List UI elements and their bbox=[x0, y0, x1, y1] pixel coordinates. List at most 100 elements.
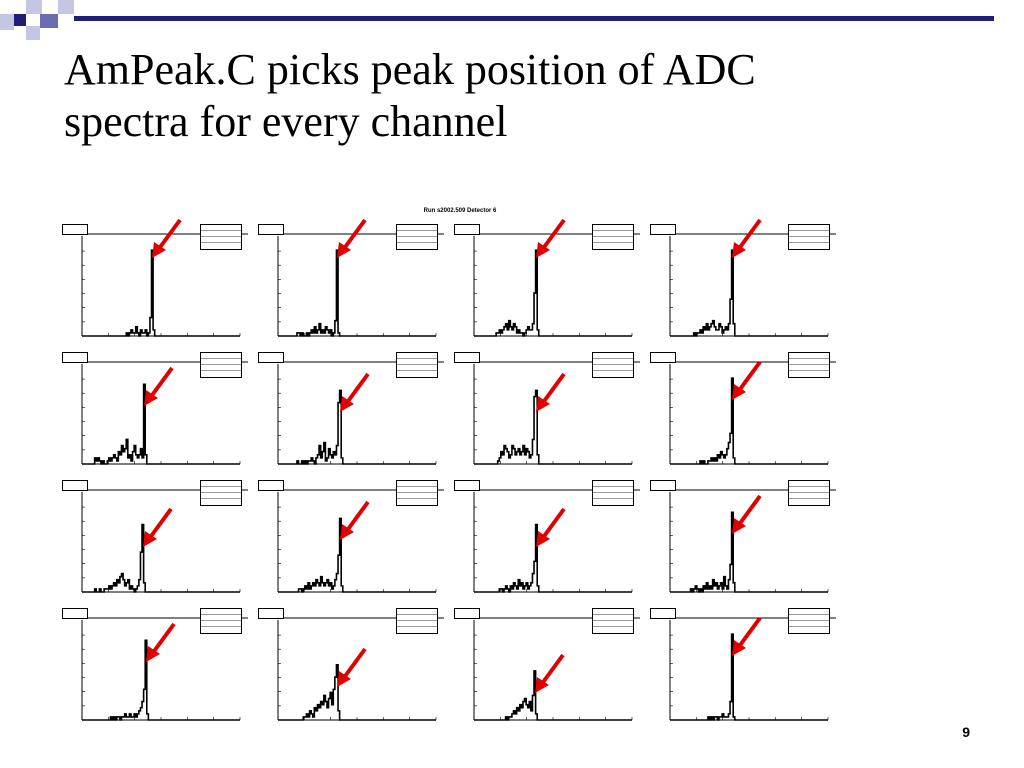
peak-arrow-icon bbox=[340, 501, 371, 541]
histogram-name-box bbox=[62, 352, 88, 363]
histogram-panel bbox=[452, 352, 642, 466]
stats-row bbox=[789, 242, 829, 248]
stats-box bbox=[788, 224, 830, 250]
arrow-head bbox=[536, 530, 551, 547]
histogram-name-box bbox=[454, 480, 480, 491]
arrow-shaft bbox=[341, 218, 367, 252]
stats-row bbox=[397, 358, 437, 364]
decor-square-dark bbox=[14, 14, 26, 26]
stats-row bbox=[397, 614, 437, 620]
stats-box bbox=[396, 480, 438, 506]
peak-arrow-icon bbox=[142, 507, 173, 547]
stats-box bbox=[200, 352, 242, 378]
stats-box bbox=[200, 224, 242, 250]
stats-row bbox=[397, 626, 437, 632]
peak-arrow-icon bbox=[534, 653, 565, 693]
arrow-head bbox=[142, 530, 157, 547]
peak-arrow-icon bbox=[144, 367, 175, 407]
histogram-panel bbox=[452, 224, 642, 338]
decor-square-light bbox=[26, 0, 42, 14]
histogram-name-box bbox=[258, 352, 284, 363]
stats-row bbox=[593, 614, 633, 620]
stats-row bbox=[201, 364, 241, 370]
histogram-svg bbox=[78, 361, 248, 465]
stats-row bbox=[593, 358, 633, 364]
stats-row bbox=[201, 236, 241, 242]
histogram-series bbox=[474, 389, 632, 465]
stats-row bbox=[397, 236, 437, 242]
stats-row bbox=[789, 620, 829, 626]
arrow-shaft bbox=[736, 360, 763, 394]
histogram-series bbox=[278, 664, 436, 721]
histogram-series bbox=[670, 633, 828, 721]
stats-box bbox=[396, 608, 438, 634]
stats-row bbox=[789, 236, 829, 242]
stats-row bbox=[201, 498, 241, 504]
peak-arrow-icon bbox=[732, 360, 763, 401]
peak-arrow-icon bbox=[337, 218, 367, 259]
arrow-shaft bbox=[539, 653, 565, 687]
peak-arrow-icon bbox=[732, 218, 763, 259]
histogram-series bbox=[670, 511, 828, 593]
arrow-shaft bbox=[150, 623, 176, 656]
stats-row bbox=[593, 620, 633, 626]
peak-arrow-icon bbox=[145, 623, 176, 663]
stats-box bbox=[592, 608, 634, 634]
arrow-head bbox=[337, 242, 352, 259]
histogram-series bbox=[670, 377, 828, 465]
stats-row bbox=[593, 236, 633, 242]
histogram-name-box bbox=[62, 224, 88, 235]
arrow-shaft bbox=[344, 501, 371, 534]
arrow-head bbox=[732, 384, 747, 401]
stats-row bbox=[397, 492, 437, 498]
histogram-series bbox=[278, 389, 436, 465]
stats-row bbox=[789, 370, 829, 376]
arrow-shaft bbox=[156, 218, 182, 252]
arrow-head bbox=[340, 524, 355, 541]
histogram-panel bbox=[60, 608, 250, 722]
stats-row bbox=[593, 498, 633, 504]
arrow-shaft bbox=[344, 373, 371, 406]
peak-arrow-icon bbox=[152, 218, 182, 259]
histogram-svg bbox=[274, 489, 444, 593]
histogram-panel bbox=[648, 608, 838, 722]
stats-row bbox=[397, 370, 437, 376]
histogram-name-box bbox=[650, 608, 676, 619]
histogram-series bbox=[82, 639, 240, 721]
stats-row bbox=[593, 486, 633, 492]
slide-title: AmPeak.C picks peak position of ADC spec… bbox=[64, 44, 994, 148]
arrow-head bbox=[152, 242, 167, 259]
stats-row bbox=[789, 486, 829, 492]
stats-row bbox=[593, 230, 633, 236]
stats-row bbox=[201, 614, 241, 620]
stats-row bbox=[201, 620, 241, 626]
histogram-panel bbox=[256, 352, 446, 466]
peak-arrow-icon bbox=[337, 647, 367, 687]
stats-box bbox=[396, 352, 438, 378]
arrow-shaft bbox=[736, 616, 763, 650]
stats-row bbox=[201, 358, 241, 364]
stats-box bbox=[592, 224, 634, 250]
stats-box bbox=[200, 608, 242, 634]
histogram-name-box bbox=[650, 224, 676, 235]
stats-row bbox=[201, 492, 241, 498]
stats-row bbox=[789, 614, 829, 620]
histogram-series bbox=[474, 670, 632, 721]
stats-row bbox=[201, 230, 241, 236]
stats-box bbox=[592, 352, 634, 378]
stats-row bbox=[593, 364, 633, 370]
peak-arrow-icon bbox=[732, 495, 763, 535]
decor-square-light bbox=[58, 0, 74, 14]
stats-row bbox=[201, 242, 241, 248]
histogram-svg bbox=[470, 233, 640, 337]
stats-row bbox=[201, 486, 241, 492]
histogram-series bbox=[82, 523, 240, 593]
histogram-name-box bbox=[454, 352, 480, 363]
histogram-name-box bbox=[650, 352, 676, 363]
arrow-head bbox=[340, 396, 355, 413]
stats-row bbox=[789, 230, 829, 236]
histogram-series bbox=[474, 249, 632, 337]
histogram-series bbox=[474, 523, 632, 593]
arrow-head bbox=[536, 242, 551, 259]
stats-box bbox=[592, 480, 634, 506]
